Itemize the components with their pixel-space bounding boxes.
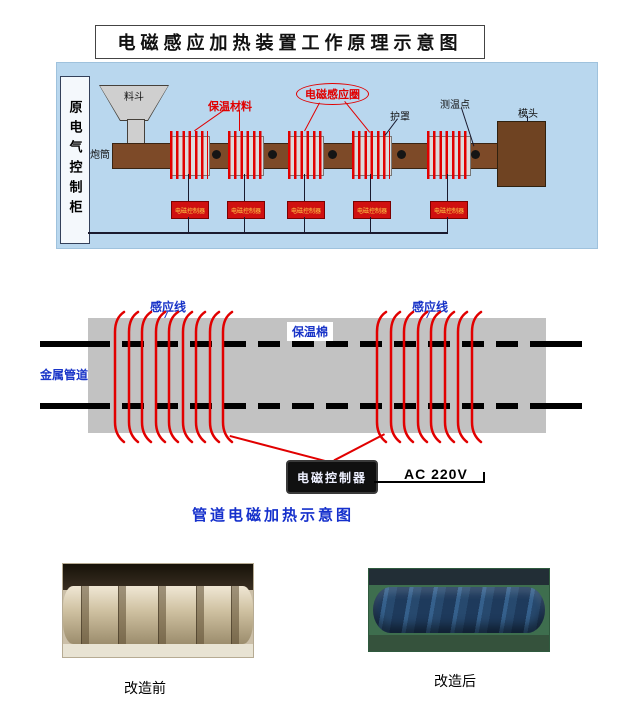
wire [370,174,371,201]
shield-label: 护罩 [390,112,410,123]
photo-before-floor [63,644,253,657]
pointer-line [239,110,240,131]
coil-controller-box: 电磁控制器 [287,201,325,219]
temp-point-dot [212,150,221,159]
control-cabinet-label: 原电气控制柜 [67,100,83,220]
pipe-end-left [40,403,88,409]
coil-feed-wire [229,435,326,463]
die-head-label: 模头 [518,109,538,120]
die-head-block [497,121,546,187]
em-controller-box: 电磁控制器 [286,460,378,494]
hopper-label: 料斗 [124,92,144,103]
photo-after-pipe [373,587,545,633]
middle-diagram-caption: 管道电磁加热示意图 [192,507,355,524]
induction-coil [427,131,469,179]
coil-controller-box: 电磁控制器 [227,201,265,219]
induction-wire-label-left: 感应线 [150,300,187,314]
wire [188,217,189,233]
page-title: 电磁感应加热装置工作原理示意图 [95,25,485,59]
temp-point-dot [471,150,480,159]
power-wire [374,481,484,483]
photo-after-floor [369,635,549,651]
pipe-wall-bottom [88,403,546,409]
wire [370,217,371,233]
pipe-end-right [546,341,582,347]
pipe-wall-top [88,341,546,347]
photo-before-background [63,564,253,590]
wire [244,174,245,201]
before-label: 改造前 [124,680,166,696]
wire [447,174,448,201]
insulation-material-label: 保温材料 [208,101,252,113]
wire [304,174,305,201]
bus-wire [88,232,448,234]
induction-coil [352,131,390,179]
wire [188,174,189,201]
pipe-end-left [40,341,88,347]
temp-point-dot [268,150,277,159]
pipe-end-right [546,403,582,409]
induction-coil [288,131,322,179]
power-label: AC 220V [404,466,468,482]
induction-coil-label: 电磁感应圈 [296,83,369,105]
photo-after-retrofit [368,568,550,652]
temp-point-dot [397,150,406,159]
control-cabinet: 原电气控制柜 [60,76,90,244]
pipe-strap [196,586,204,644]
coil-controller-box: 电磁控制器 [171,201,209,219]
coil-controller-box: 电磁控制器 [430,201,468,219]
power-wire-tick [483,472,485,483]
hopper-neck [127,119,145,146]
wire [447,217,448,233]
induction-winding-right [375,310,483,444]
coil-controller-box: 电磁控制器 [353,201,391,219]
pipe-strap [231,586,239,644]
after-label: 改造后 [434,673,476,689]
barrel-label: 炮筒 [90,150,110,161]
pipe-strap [118,586,126,644]
photo-before-retrofit [62,563,254,658]
temp-point-label: 测温点 [440,100,470,111]
photo-after-machinery [369,569,549,585]
induction-winding-left [113,310,234,444]
temp-point-dot [328,150,337,159]
induction-wire-label-right: 感应线 [412,300,449,314]
insulation-cotton-label: 保温棉 [287,322,334,341]
pipe-strap [81,586,89,644]
wire [304,217,305,233]
induction-coil [170,131,208,179]
coil-feed-wire [333,433,385,462]
pipe-strap [158,586,166,644]
pointer-line [527,116,528,122]
wire [244,217,245,233]
metal-pipe-label: 金属管道 [40,368,89,382]
induction-coil [228,131,262,179]
